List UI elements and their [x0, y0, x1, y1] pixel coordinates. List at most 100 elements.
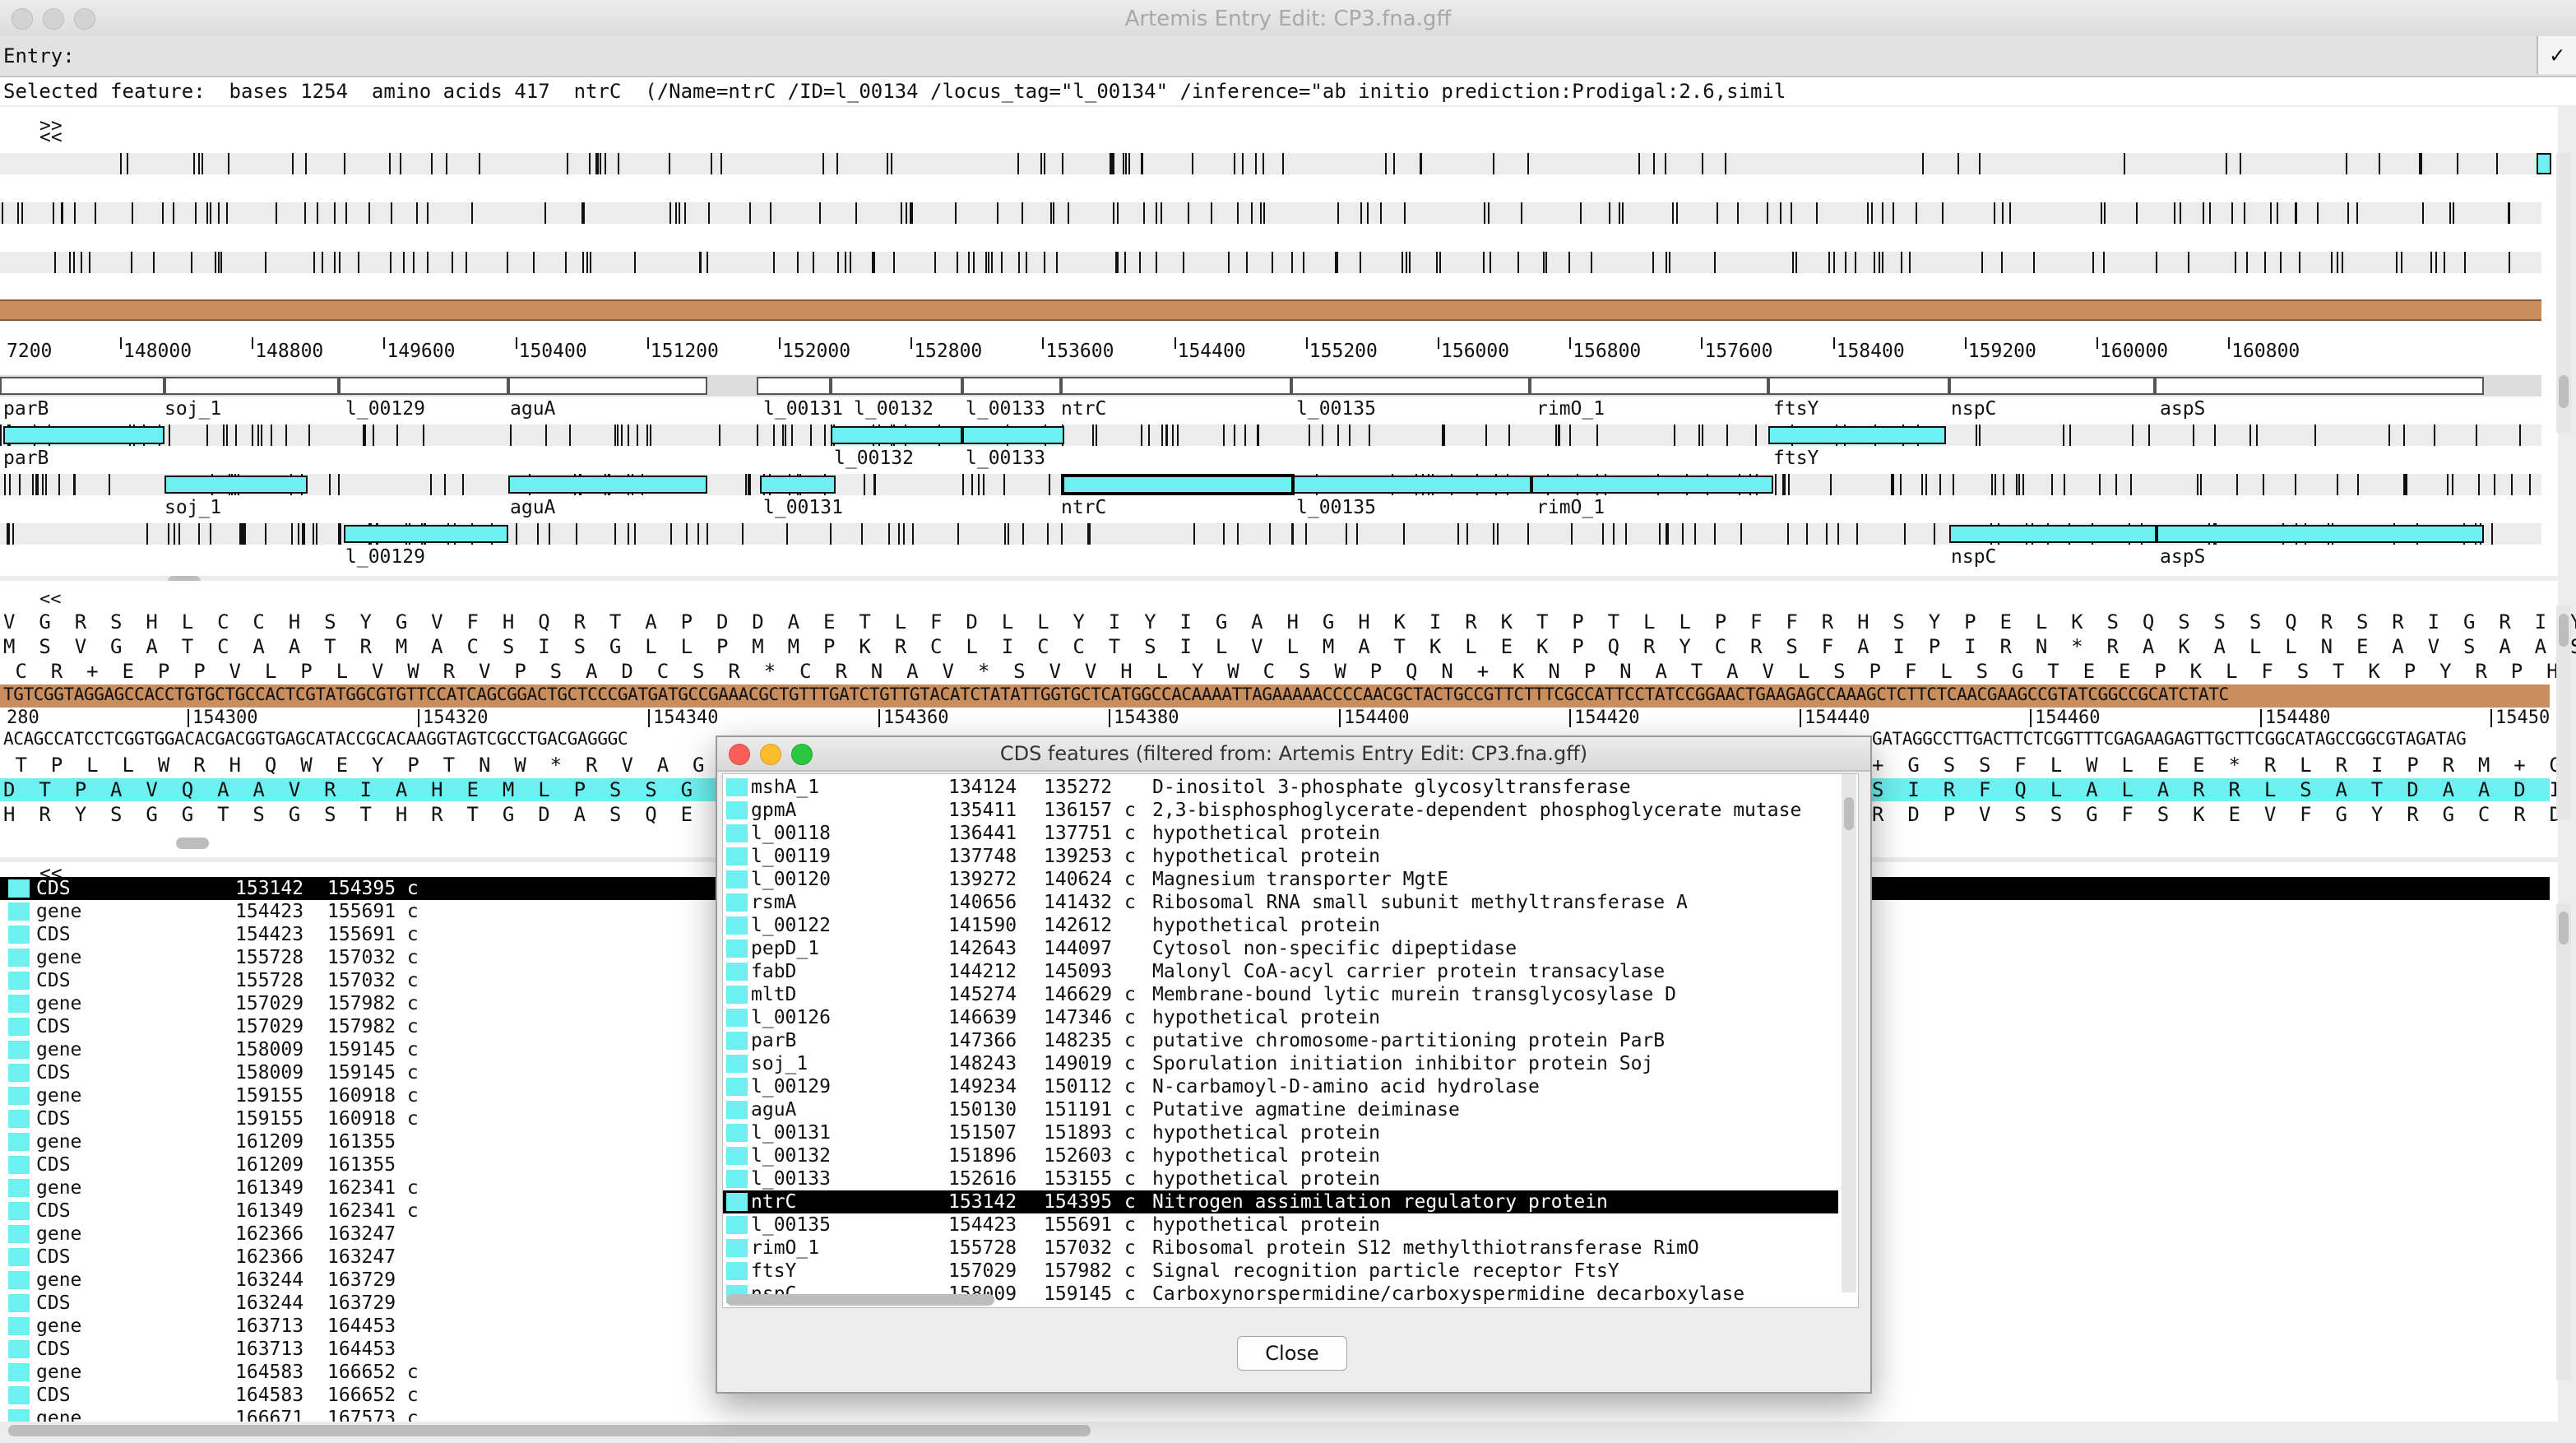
frame3-cds[interactable]: [344, 525, 508, 543]
dialog-zoom-icon[interactable]: [791, 744, 813, 765]
frame3-cds[interactable]: [2157, 525, 2484, 543]
frame2-cds[interactable]: [164, 476, 308, 494]
seq-nav-back[interactable]: <<: [39, 589, 62, 610]
forward-feature-box[interactable]: [339, 377, 508, 395]
frame1-cds[interactable]: [1768, 426, 1946, 444]
dialog-hscroll-thumb[interactable]: [726, 1294, 994, 1306]
overview-nav-forward[interactable]: >>: [39, 115, 63, 137]
close-window-icon[interactable]: [12, 8, 33, 30]
stop-codon-mark: [830, 523, 832, 545]
frame2-cds[interactable]: [1293, 476, 1531, 494]
frame1-cds[interactable]: [962, 426, 1064, 444]
frame1-cds[interactable]: [831, 426, 962, 444]
sequence-hscroll-thumb[interactable]: [176, 837, 209, 849]
forward-feature-box[interactable]: [1291, 377, 1530, 395]
feature-list-vscroll[interactable]: [2556, 903, 2571, 1380]
frame1-cds[interactable]: [3, 426, 164, 444]
selected-ntrC-feature[interactable]: [1061, 474, 1295, 495]
forward-feature-box[interactable]: [2155, 377, 2484, 395]
entry-check-button[interactable]: ✓: [2537, 36, 2576, 74]
minimize-window-icon[interactable]: [43, 8, 64, 30]
feature-color-swatch: [8, 1133, 30, 1151]
window-hscroll-thumb[interactable]: [8, 1425, 1091, 1436]
stop-codon-mark: [1336, 252, 1337, 273]
dialog-vscroll[interactable]: [1842, 774, 1856, 1292]
forward-feature-box[interactable]: [0, 377, 164, 395]
forward-feature-box[interactable]: [1530, 377, 1768, 395]
frame3-cds[interactable]: [1949, 525, 2157, 543]
forward-feature-box[interactable]: [508, 377, 707, 395]
sequence-vscroll[interactable]: [2556, 606, 2571, 819]
dna-forward-strip[interactable]: TGTCGGTAGGAGCCACCTGTGCTGCCACTCGTATGGCGTG…: [0, 684, 2550, 708]
frame2-cds[interactable]: [760, 476, 836, 494]
cds-features-dialog: CDS features (filtered from: Artemis Ent…: [716, 735, 1872, 1394]
dialog-minimize-icon[interactable]: [760, 744, 781, 765]
forward-feature-box[interactable]: [831, 377, 962, 395]
zoom-window-icon[interactable]: [74, 8, 95, 30]
frame2-cds[interactable]: [1531, 476, 1773, 494]
frame2-cds[interactable]: [508, 476, 707, 494]
dialog-close-button[interactable]: Close: [1237, 1336, 1347, 1371]
dna-line[interactable]: [0, 299, 2541, 321]
overview-cds-edge[interactable]: [2537, 153, 2551, 174]
dialog-close-icon[interactable]: [729, 744, 750, 765]
forward-feature-box[interactable]: [1061, 377, 1291, 395]
forward-feature-box[interactable]: [1949, 377, 2155, 395]
overview-vscroll[interactable]: [2556, 153, 2571, 433]
overview-nav-back[interactable]: <<: [39, 127, 63, 148]
forward-feature-box[interactable]: [1768, 377, 1949, 395]
feature-type: gene: [36, 1269, 82, 1291]
window-hscroll[interactable]: [0, 1422, 2576, 1441]
forward-feature-box[interactable]: [962, 377, 1061, 395]
forward-feature-box[interactable]: [164, 377, 339, 395]
stop-codon-mark: [1780, 202, 1781, 224]
forward-feature-box[interactable]: [757, 377, 831, 395]
